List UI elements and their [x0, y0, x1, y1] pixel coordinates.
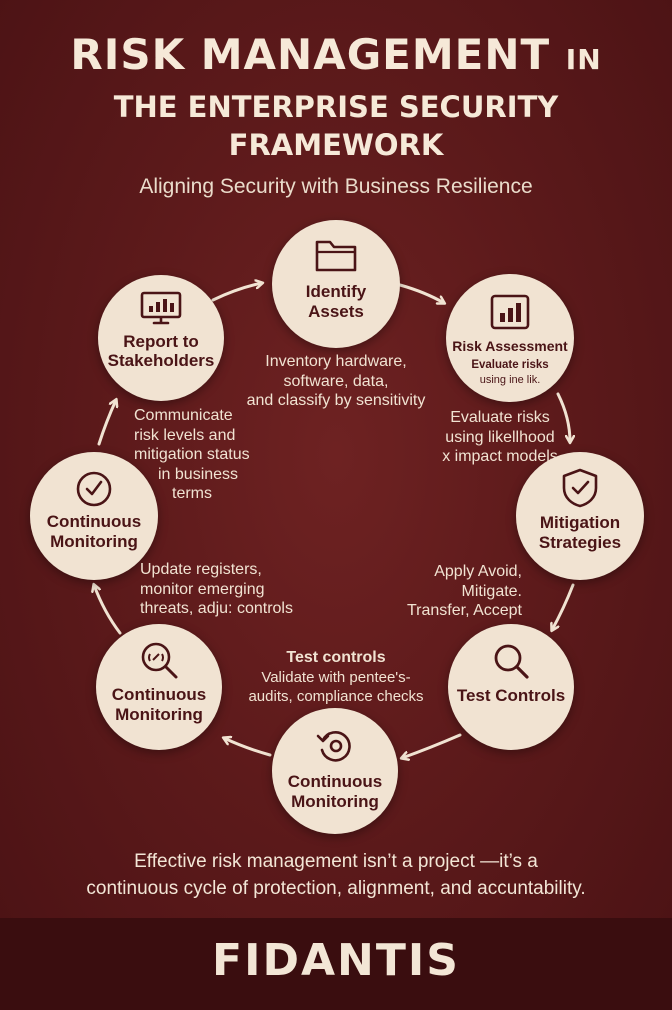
risk-label: Risk Assessment — [452, 338, 568, 354]
node-test-controls: Test Controls — [448, 624, 574, 750]
desc-risk-line: x impact models — [442, 448, 558, 465]
arrow-bottom-to-lowerleft — [224, 738, 272, 757]
desc-risk-line: using likellhood — [445, 428, 555, 446]
subtitle: Aligning Security with Business Resilien… — [139, 175, 533, 198]
desc-test: Test controls Validate with pentee's- au… — [226, 648, 446, 707]
desc-monitor: Update registers, monitor emerging threa… — [140, 560, 310, 619]
mitigation-label-2: Strategies — [538, 533, 622, 552]
cycle-icon — [316, 731, 351, 762]
desc-report-line: mitigation status — [134, 446, 250, 463]
desc-monitor-line: Update registers, — [140, 561, 262, 578]
bottom-label-2: Monitoring — [291, 792, 379, 811]
brand-name: FIDANTIS — [212, 935, 460, 986]
arrow-report-to-identify — [211, 283, 262, 302]
desc-mitigation-line: Apply Avoid, — [434, 563, 522, 580]
title-main: RISK MANAGEMENT — [70, 30, 551, 79]
title-line-3: FRAMEWORK — [228, 128, 444, 162]
desc-report-line: terms — [172, 485, 212, 502]
desc-test-title: Test controls — [286, 649, 386, 666]
node-risk-assessment: Risk Assessment Evaluate risks using ine… — [446, 274, 574, 402]
desc-identify-line: and classify by sensitivity — [246, 392, 426, 409]
desc-mitigation-line: Transfer, Accept — [406, 602, 522, 619]
arrow-risk-to-mitigation — [556, 392, 570, 442]
desc-identify-line: Inventory hardware, — [265, 353, 407, 370]
report-label-2: Stakeholders — [107, 351, 215, 370]
node-identify-assets: Identify Assets — [272, 220, 400, 348]
check-circle-icon — [76, 471, 112, 507]
arrow-left-to-report — [97, 400, 116, 446]
identify-label-2: Assets — [308, 302, 364, 321]
bottom-label-1: Continuous — [287, 772, 383, 791]
mitigation-label-1: Mitigation — [539, 513, 621, 532]
title-block: THE ENTERPRISE SECURITY FRAMEWORK — [0, 88, 672, 164]
bar-chart-icon — [490, 294, 530, 330]
desc-risk: Evaluate risks using likellhood x impact… — [420, 408, 580, 467]
desc-identify-line: software, data, — [283, 372, 389, 390]
arrow-identify-to-risk — [398, 283, 444, 303]
node-continuous-monitoring-left: Continuous Monitoring — [30, 452, 158, 580]
desc-monitor-line: monitor emerging — [140, 580, 265, 598]
node-report-to-stakeholders: Report to Stakeholders — [98, 275, 224, 401]
test-label: Test Controls — [456, 686, 566, 705]
identify-label-1: Identify — [305, 282, 367, 301]
desc-test-line: Validate with pentee's- — [261, 668, 411, 686]
search-radar-icon — [141, 642, 178, 679]
desc-report-line: in business — [158, 465, 239, 483]
report-label-1: Report to — [123, 332, 199, 351]
tagline: Effective risk management isn’t a projec… — [0, 848, 672, 902]
risk-sub-2: using ine lik. — [479, 374, 541, 386]
arrow-mitigation-to-test — [552, 583, 575, 630]
tagline-line-2: continuous cycle of protection, alignmen… — [86, 878, 586, 899]
node-continuous-monitoring-lower-left: Continuous Monitoring — [96, 624, 222, 750]
desc-report-line: Communicate — [134, 407, 233, 424]
risk-sub-1: Evaluate risks — [471, 359, 549, 371]
arrow-lowerleft-to-left — [94, 585, 122, 635]
lower-left-label-2: Monitoring — [115, 705, 203, 724]
arrow-test-to-bottom — [402, 733, 462, 758]
desc-mitigation: Apply Avoid, Mitigate. Transfer, Accept — [392, 562, 522, 621]
dashboard-icon — [140, 291, 182, 325]
tagline-line-1: Effective risk management isn’t a projec… — [134, 851, 538, 872]
magnifier-icon — [494, 644, 529, 679]
desc-risk-line: Evaluate risks — [450, 409, 550, 426]
desc-mitigation-line: Mitigate. — [461, 582, 522, 600]
lower-left-label-1: Continuous — [111, 685, 207, 704]
title-line-1: RISK MANAGEMENT IN — [0, 30, 672, 79]
title-in: IN — [565, 43, 602, 76]
desc-report: Communicate risk levels and mitigation s… — [130, 406, 270, 504]
desc-report-line: risk levels and — [134, 426, 236, 444]
left-label-2: Monitoring — [50, 532, 138, 551]
node-mitigation-strategies: Mitigation Strategies — [516, 452, 644, 580]
left-label-1: Continuous — [46, 512, 142, 531]
title-line-2: THE ENTERPRISE SECURITY — [113, 90, 559, 124]
node-continuous-monitoring-bottom: Continuous Monitoring — [272, 708, 398, 834]
desc-test-line: audits, compliance checks — [248, 688, 424, 705]
folder-icon — [315, 240, 357, 272]
desc-identify: Inventory hardware, software, data, and … — [230, 352, 442, 411]
shield-check-icon — [562, 468, 598, 508]
desc-monitor-line: threats, adju: controls — [140, 600, 293, 617]
footer-band — [0, 918, 672, 1010]
